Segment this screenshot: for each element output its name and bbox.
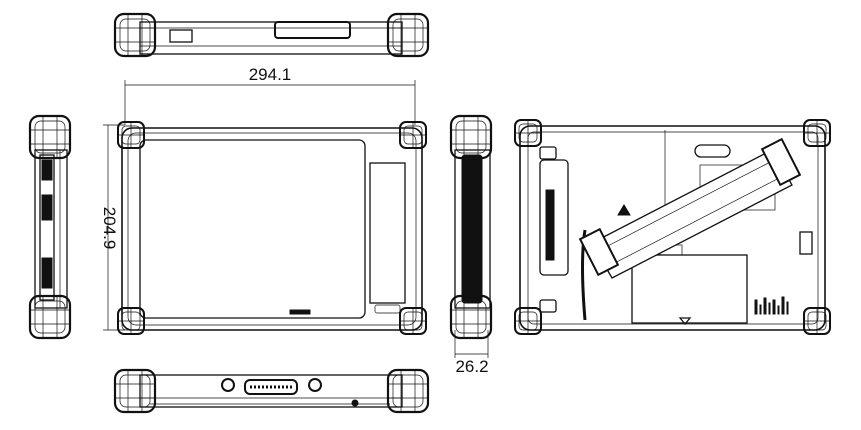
top-view [113, 12, 430, 58]
right-side-view [449, 114, 493, 340]
bottom-view [113, 368, 430, 414]
height-dimension: 204.9 [100, 124, 125, 331]
back-view [514, 119, 831, 335]
vent-slots [545, 189, 555, 261]
width-label: 294.1 [249, 65, 292, 84]
height-label: 204.9 [100, 207, 119, 250]
left-side-view [28, 114, 72, 340]
depth-dimension: 26.2 [454, 330, 489, 376]
depth-label: 26.2 [455, 357, 488, 376]
hand-strap [578, 137, 802, 279]
front-view [117, 121, 427, 335]
width-dimension: 294.1 [124, 65, 416, 125]
barcode-label [754, 296, 789, 315]
